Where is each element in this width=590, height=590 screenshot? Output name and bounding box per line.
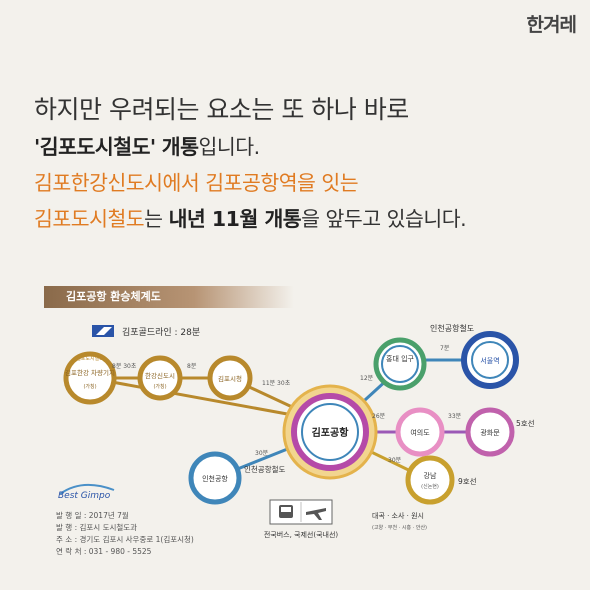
daegok-label: 대곡 · 소사 · 원시 xyxy=(372,511,424,520)
daegok-sub-label: (고양 · 부천 · 시흥 · 안산) xyxy=(372,524,427,531)
info-phone: 연 락 처 : 031 - 980 - 5525 xyxy=(56,547,152,556)
headline-line-1: 하지만 우려되는 요소는 또 하나 바로 xyxy=(34,95,409,124)
time-label: 26분 xyxy=(372,413,386,420)
svg-text:홍대 입구: 홍대 입구 xyxy=(386,354,415,363)
time-label: 12분 xyxy=(360,375,374,382)
airport-rail-label: 인천공항철도 xyxy=(430,323,474,333)
svg-text:광화문: 광화문 xyxy=(480,429,500,437)
svg-text:김포공항: 김포공항 xyxy=(312,426,350,439)
svg-text:한강신도시: 한강신도시 xyxy=(145,371,175,380)
svg-text:(가칭): (가칭) xyxy=(153,383,166,390)
station-gwanghwamun[interactable]: 광화문 xyxy=(465,407,515,457)
svg-text:인천공항: 인천공항 xyxy=(202,474,228,483)
svg-text:김포시청: 김포시청 xyxy=(218,375,242,383)
line5-label: 5호선 xyxy=(516,419,535,428)
time-label: 7분 xyxy=(440,345,450,352)
station-gimpo-airport[interactable]: 김포공항 xyxy=(282,384,378,480)
station-gangnam[interactable]: 강남 (신논현) xyxy=(405,455,455,505)
station-gimpo-depot[interactable]: 김포도시철도 김포한강 차량기지 (가칭) xyxy=(63,351,117,405)
time-label: 11분 30초 xyxy=(262,380,291,387)
svg-text:(가칭): (가칭) xyxy=(83,383,96,390)
station-hongdae[interactable]: 홍대 입구 xyxy=(373,337,427,391)
station-yeouido[interactable]: 여의도 xyxy=(395,407,445,457)
svg-text:김포한강 차량기지: 김포한강 차량기지 xyxy=(65,368,115,377)
plane-icon xyxy=(306,508,326,520)
svg-text:여의도: 여의도 xyxy=(410,428,430,437)
headline-line-4: 김포도시철도는 내년 11월 개통을 앞두고 있습니다. xyxy=(34,207,467,231)
station-seoul[interactable]: 서울역 xyxy=(461,331,519,389)
bus-icon xyxy=(279,505,293,518)
headline: 하지만 우려되는 요소는 또 하나 바로 '김포도시철도' 개통입니다. 김포한… xyxy=(34,92,574,237)
bus-air-label: 전국버스, 국제선(국내선) xyxy=(264,530,339,539)
svg-text:Best Gimpo: Best Gimpo xyxy=(58,491,111,501)
info-date: 발 행 일 : 2017년 7월 xyxy=(56,511,129,520)
time-label: 8분 xyxy=(187,363,197,370)
publication-info: 발 행 일 : 2017년 7월 발 행 : 김포시 도시철도과 주 소 : 경… xyxy=(56,510,194,558)
svg-text:서울역: 서울역 xyxy=(480,356,499,365)
svg-text:강남: 강남 xyxy=(424,471,437,480)
gold-line-icon xyxy=(92,325,114,337)
station-incheon-airport[interactable]: 인천공항 xyxy=(188,451,242,505)
line9-label: 9호선 xyxy=(458,477,477,486)
gold-line-label: 김포골드라인 : 28분 xyxy=(122,326,200,338)
svg-text:(신논현): (신논현) xyxy=(421,483,439,490)
time-label: 33분 xyxy=(448,413,462,420)
headline-line-2: '김포도시철도' 개통입니다. xyxy=(34,135,260,159)
brand-logo: 한겨레 xyxy=(526,14,577,36)
headline-line-3: 김포한강신도시에서 김포공항역을 잇는 xyxy=(34,171,359,195)
bus-plane-box xyxy=(269,499,333,525)
svg-text:김포도시철도: 김포도시철도 xyxy=(76,355,104,362)
time-label: 8분 30초 xyxy=(112,363,137,370)
airport-rail-lower-label: 인천공항철도 xyxy=(244,464,285,474)
diagram-title: 김포공항 환승체계도 xyxy=(44,286,294,308)
info-publisher: 발 행 : 김포시 도시철도과 xyxy=(56,523,138,532)
gold-line-track xyxy=(89,376,321,422)
best-gimpo-logo: Best Gimpo xyxy=(52,476,122,504)
station-gimpo-cityhall[interactable]: 김포시청 xyxy=(207,355,253,401)
time-label: 30분 xyxy=(388,457,402,464)
time-label: 30분 xyxy=(255,450,269,457)
station-hangang[interactable]: 한강신도시 (가칭) xyxy=(137,355,183,401)
info-address: 주 소 : 경기도 김포시 사우중로 1(김포시청) xyxy=(56,535,194,544)
